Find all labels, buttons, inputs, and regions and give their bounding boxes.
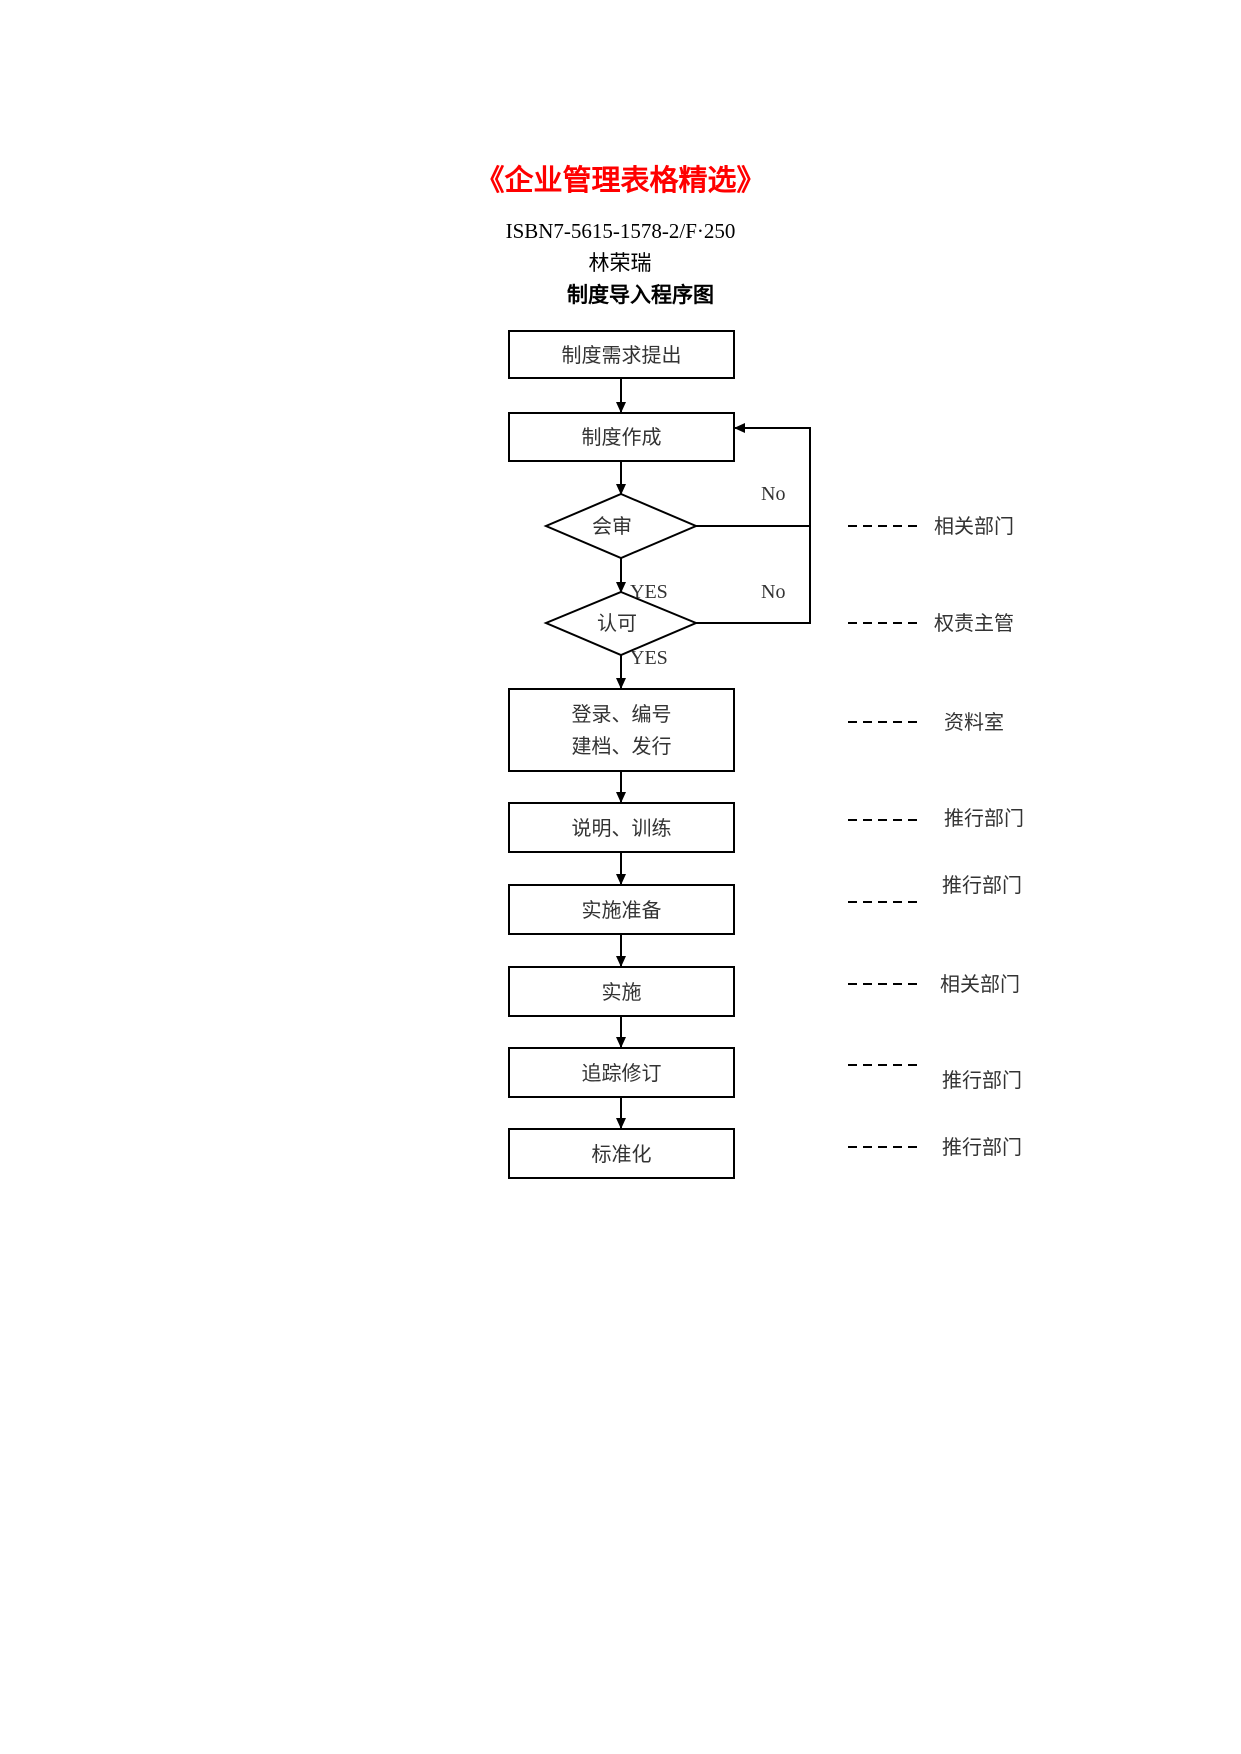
flowchart-title: 制度导入程序图 — [567, 282, 714, 307]
isbn-number: ISBN7-5615-1578-2/F·250 — [505, 219, 736, 243]
step-label: 实施 — [601, 979, 642, 1004]
step-box-create: 制度作成 — [508, 412, 735, 462]
step-box-register: 登录、编号 建档、发行 — [508, 688, 735, 772]
step-label: 登录、编号 建档、发行 — [571, 702, 672, 758]
dept-label-explain: 推行部门 — [944, 806, 1024, 830]
decision-label-approve: 认可 — [597, 611, 637, 635]
dept-label-implement: 相关部门 — [940, 972, 1020, 996]
step-box-propose: 制度需求提出 — [508, 330, 735, 379]
decision-diamond-approve — [543, 590, 699, 657]
decision-label-review: 会审 — [592, 514, 632, 538]
step-label: 实施准备 — [581, 897, 662, 922]
author-name: 林荣瑞 — [588, 251, 652, 275]
dept-label-register: 资料室 — [944, 710, 1004, 734]
dept-label-review: 相关部门 — [934, 514, 1014, 538]
yes-label-review: YES — [630, 581, 668, 603]
step-label: 制度作成 — [581, 425, 662, 449]
no-label-approve: No — [761, 581, 786, 603]
dept-label-approve: 权责主管 — [934, 611, 1014, 635]
dept-label-standardize: 推行部门 — [942, 1135, 1022, 1159]
yes-label-approve: YES — [630, 647, 668, 669]
step-label: 说明、训练 — [571, 815, 672, 840]
dept-label-track: 推行部门 — [942, 1068, 1022, 1092]
book-title: 《企业管理表格精选》 — [475, 163, 766, 197]
no-branch-approve — [696, 423, 811, 624]
dept-label-prepare: 推行部门 — [942, 873, 1022, 897]
step-label: 追踪修订 — [581, 1060, 662, 1085]
no-label-review: No — [761, 483, 786, 505]
step-box-standardize: 标准化 — [508, 1128, 735, 1179]
step-box-prepare: 实施准备 — [508, 884, 735, 935]
step-box-implement: 实施 — [508, 966, 735, 1017]
step-label: 制度需求提出 — [561, 342, 682, 367]
step-box-track: 追踪修订 — [508, 1047, 735, 1098]
decision-diamond-review — [543, 492, 699, 560]
step-box-explain: 说明、训练 — [508, 802, 735, 853]
step-label: 标准化 — [591, 1141, 652, 1166]
